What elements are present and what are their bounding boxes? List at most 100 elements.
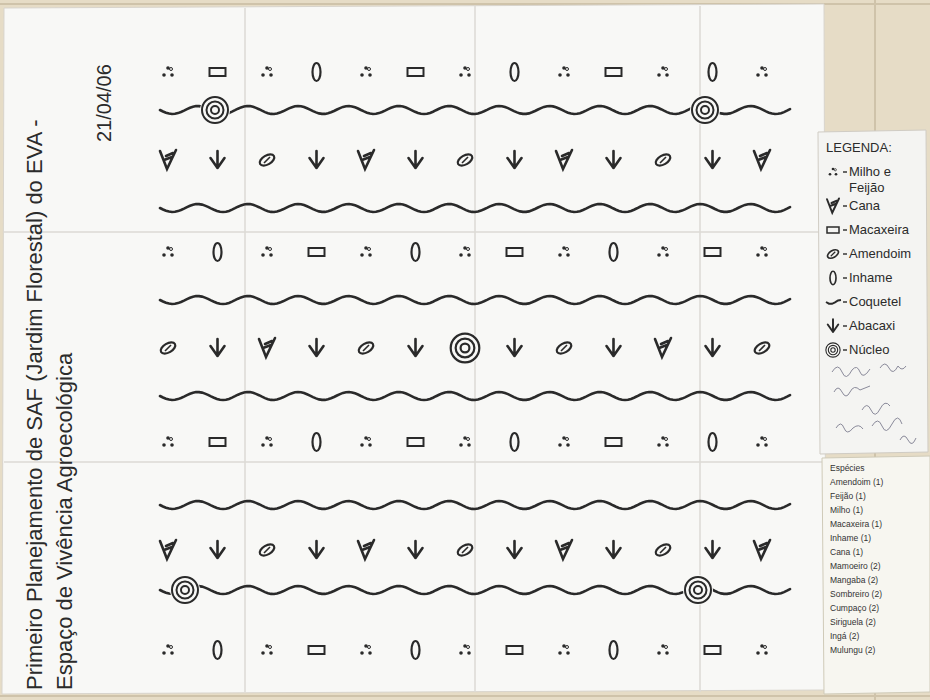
- plant-symbol: [555, 340, 573, 356]
- abacaxi-symbol: [706, 151, 720, 168]
- amendoim-symbol: [258, 542, 276, 558]
- milho-feijao-dot: [360, 443, 364, 447]
- milho-feijao-dot: [764, 68, 767, 71]
- milho-feijao-dot: [558, 651, 562, 655]
- milho-feijao-dot: [657, 651, 661, 655]
- abacaxi-symbol: [310, 541, 324, 558]
- milho-feijao-dot: [360, 73, 364, 77]
- amendoim-symbol: [753, 340, 771, 356]
- plant-symbol: [706, 541, 720, 558]
- plant-symbol: [159, 340, 177, 356]
- milho-feijao-dot: [566, 651, 570, 655]
- amendoim-symbol: [654, 152, 672, 168]
- plant-symbol: [360, 66, 372, 77]
- cana-symbol: [655, 338, 671, 357]
- milho-feijao-dot: [261, 73, 265, 77]
- plant-symbol: [753, 340, 771, 356]
- plant-symbol: [657, 246, 669, 257]
- amendoim-symbol: [456, 542, 474, 558]
- plant-symbol: [214, 243, 222, 261]
- paper-sheet: [2, 4, 826, 694]
- milho-feijao-dot: [566, 443, 570, 447]
- nucleo-symbol: [451, 334, 480, 363]
- plant-symbol: [162, 66, 174, 77]
- plant-symbol: [606, 438, 622, 446]
- milho-feijao-dot: [665, 651, 669, 655]
- milho-feijao-dot: [566, 646, 569, 649]
- milho-feijao-dot: [368, 438, 371, 441]
- plant-symbol: [210, 68, 226, 76]
- coquetel-line: [160, 296, 790, 304]
- milho-feijao-dot: [170, 646, 173, 649]
- abacaxi-symbol: [828, 319, 839, 332]
- milho-feijao-dot: [269, 443, 273, 447]
- plant-symbol: [412, 243, 420, 261]
- amendoim-symbol: [462, 547, 468, 553]
- legend-text: Inhame: [849, 270, 892, 286]
- macaxeira-symbol: [606, 438, 622, 446]
- milho-feijao-dot: [261, 253, 265, 257]
- species-item: Cana (1): [830, 546, 863, 558]
- cana-symbol: [358, 150, 374, 169]
- nucleo-symbol: [207, 102, 224, 119]
- milho-feijao-dot: [269, 651, 273, 655]
- plant-symbol: [313, 433, 321, 451]
- plant-symbol: [259, 338, 275, 357]
- macaxeira-symbol: [309, 248, 325, 256]
- plant-symbol: [408, 438, 424, 446]
- coquetel-line: [160, 204, 790, 212]
- plant-symbol: [261, 436, 273, 447]
- plant-symbol: [310, 339, 324, 356]
- abacaxi-symbol: [310, 339, 324, 356]
- legend-dash: [843, 205, 847, 206]
- nucleo-symbol: [177, 582, 194, 599]
- plant-symbol: [606, 68, 622, 76]
- species-item: Mangaba (2): [830, 574, 878, 586]
- plant-symbol: [558, 436, 570, 447]
- inhame-symbol: [610, 641, 618, 659]
- legend-dash: [843, 325, 847, 326]
- cana-symbol: [259, 338, 275, 357]
- milho-feijao-dot: [467, 73, 471, 77]
- plant-symbol: [309, 248, 325, 256]
- species-item: Cumpaço (2): [830, 602, 879, 614]
- legend-text: Coquetel: [849, 294, 901, 310]
- plant-symbol: [309, 646, 325, 654]
- legend-symbols: [825, 168, 847, 359]
- inhame-symbol: [709, 63, 717, 81]
- plant-symbol: [214, 641, 222, 659]
- milho-feijao-dot: [764, 73, 768, 77]
- plan-title: Primeiro Planejamento de SAF (Jardim Flo…: [20, 80, 80, 690]
- plant-symbol: [558, 66, 570, 77]
- milho-feijao-dot: [657, 73, 661, 77]
- milho-feijao-dot: [566, 68, 569, 71]
- abacaxi-symbol: [508, 541, 522, 558]
- plant-symbol: [459, 246, 471, 257]
- plant-symbol: [162, 644, 174, 655]
- species-item: Macaxeira (1): [830, 518, 882, 530]
- plant-symbol: [558, 644, 570, 655]
- abacaxi-symbol: [706, 541, 720, 558]
- plant-symbol: [508, 339, 522, 356]
- species-item: Mamoeiro (2): [830, 560, 881, 572]
- legend-sample: [826, 300, 841, 304]
- milho-feijao-dot: [834, 169, 836, 171]
- cana-symbol: [754, 540, 770, 559]
- legend-heading: LEGENDA:: [826, 140, 892, 156]
- macaxeira-symbol: [705, 646, 721, 654]
- plant-symbol: [607, 151, 621, 168]
- milho-feijao-dot: [665, 253, 669, 257]
- nucleo-symbol: [694, 586, 702, 594]
- plant-symbol: [756, 644, 768, 655]
- plant-symbol: [556, 150, 572, 169]
- plant-symbol: [511, 433, 519, 451]
- milho-feijao-dot: [360, 253, 364, 257]
- plant-symbol: [654, 542, 672, 558]
- plant-symbol: [162, 436, 174, 447]
- legend-text: Núcleo: [849, 342, 889, 358]
- coquetel-line: [160, 392, 790, 400]
- inhame-symbol: [214, 243, 222, 261]
- amendoim-symbol: [831, 252, 836, 257]
- cana-symbol: [556, 150, 572, 169]
